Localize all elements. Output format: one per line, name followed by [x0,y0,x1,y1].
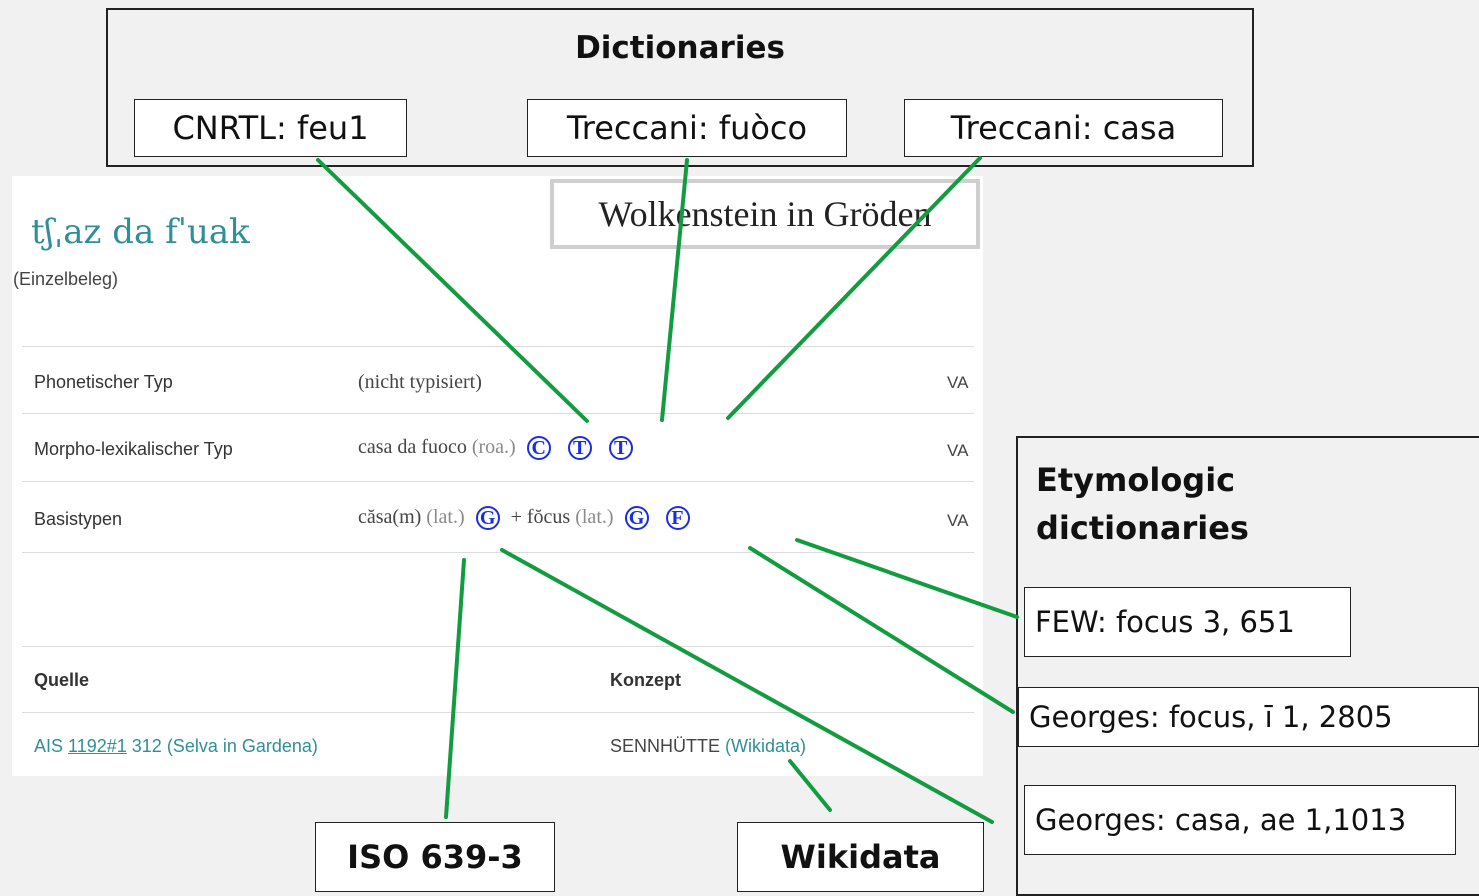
row-source-morpho: VA [947,441,969,460]
etymologic-title-line2: dictionaries [1036,509,1249,547]
source-prefix[interactable]: AIS [34,736,64,756]
row-label-base: Basistypen [34,509,123,529]
divider [22,413,974,414]
etymologic-title: Etymologic dictionaries [1036,456,1249,552]
headword-note: (Einzelbeleg) [13,269,119,289]
row-label-morpho: Morpho-lexikalischer Typ [34,439,233,459]
divider [22,481,974,482]
morpho-type: casa da fuoco [358,436,467,458]
cnrtl-link-icon[interactable]: C [526,436,551,461]
source-map-link[interactable]: 1192#1 [68,736,127,756]
row-value-phonetic: (nicht typisiert) [358,371,482,393]
wikidata-label: Wikidata [737,822,984,892]
dictionaries-title: Dictionaries [575,30,785,66]
morpho-lang: (roa.) [471,436,516,458]
base-type-2: + fŏcus [510,506,571,528]
base-type-1: căsa(m) [358,506,422,528]
row-source-base: VA [947,511,969,530]
etymologic-title-line1: Etymologic [1036,461,1236,499]
headword: tʃˌaz da fˈuak [31,212,250,252]
cnrtl-label: CNRTL: feu1 [134,99,407,157]
place-label: Wolkenstein in Gröden [550,179,980,249]
entry-card: tʃˌaz da fˈuak (Einzelbeleg) Wolkenstein… [12,176,983,776]
treccani-fuoco-link-icon[interactable]: T [567,436,592,461]
row-source-phonetic: VA [947,373,969,392]
treccani-casa-link-icon[interactable]: T [608,436,633,461]
base-lang-1[interactable]: (lat.) [426,506,465,528]
row-value-morpho: casa da fuoco (roa.) C T T [358,436,639,461]
georges-casa-label: Georges: casa, ae 1,1013 [1024,785,1456,855]
concept-name: SENNHÜTTE [610,736,721,756]
divider [22,346,974,347]
concept-cell: SENNHÜTTE (Wikidata) [610,736,806,757]
treccani-fuoco-label: Treccani: fuòco [527,99,847,157]
georges-focus-link-icon[interactable]: G [624,506,649,531]
divider [22,552,974,553]
base-lang-2[interactable]: (lat.) [575,506,614,528]
source-cell: AIS 1192#1 312 (Selva in Gardena) [34,736,318,757]
few-label: FEW: focus 3, 651 [1024,587,1351,657]
iso-label: ISO 639-3 [315,822,555,892]
wikidata-link[interactable]: (Wikidata) [725,736,807,756]
treccani-casa-label: Treccani: casa [904,99,1223,157]
georges-focus-label: Georges: focus, ī 1, 2805 [1018,687,1479,747]
column-header-concept: Konzept [610,670,681,690]
few-link-icon[interactable]: F [665,506,690,531]
row-value-base: căsa(m) (lat.) G + fŏcus (lat.) G F [358,506,696,531]
divider [22,712,974,713]
source-location[interactable]: 312 (Selva in Gardena) [131,736,318,756]
column-header-source: Quelle [34,670,90,690]
row-label-phonetic: Phonetischer Typ [34,372,173,392]
divider [22,646,974,647]
georges-casa-link-icon[interactable]: G [475,506,500,531]
